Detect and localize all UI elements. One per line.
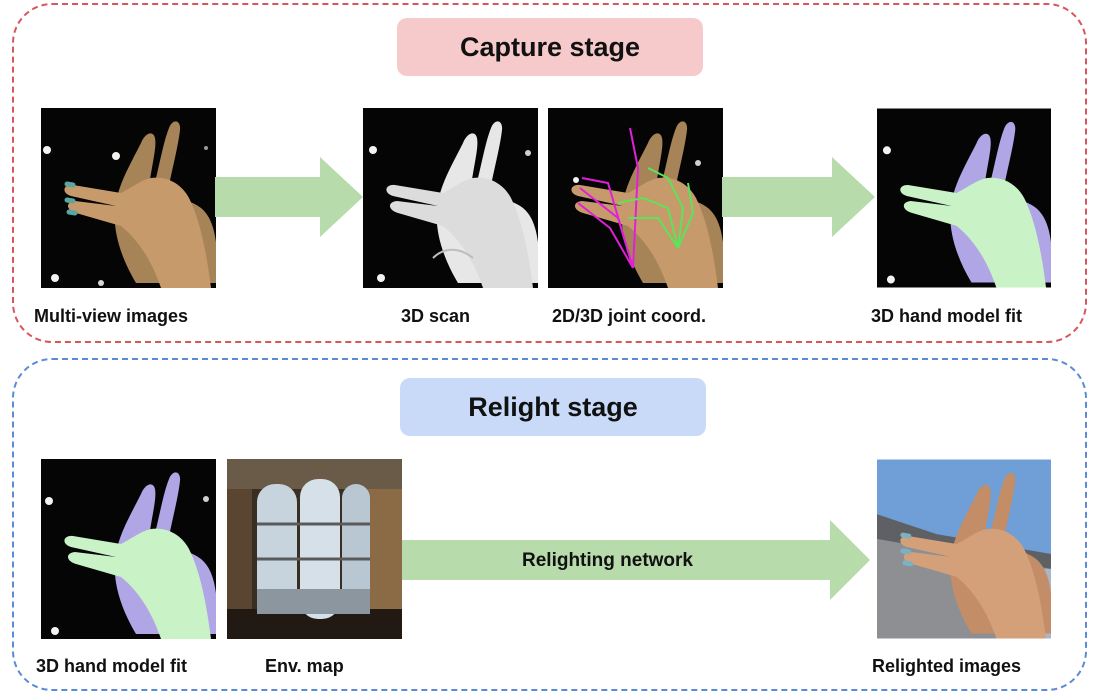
capture-stage-box — [12, 3, 1087, 343]
relight-fit-hand-mesh — [41, 459, 216, 639]
relighting-network-arrow — [402, 520, 870, 600]
capture-arrow-2 — [722, 157, 875, 237]
relight-fit-image-panel — [41, 459, 216, 639]
relighting-network-label: Relighting network — [522, 550, 693, 571]
magenta-skeleton — [577, 127, 640, 269]
relight-stage-title: Relight stage — [400, 378, 706, 436]
window-glass — [257, 479, 370, 619]
relight-stage-box — [12, 358, 1087, 691]
caption-fit-capture: 3D hand model fit — [871, 306, 1023, 326]
caption-envmap: Env. map — [265, 656, 344, 676]
caption-joints: 2D/3D joint coord. — [552, 306, 707, 326]
caption-scan: 3D scan — [401, 306, 471, 326]
caption-relighted: Relighted images — [872, 656, 1022, 676]
fit-hand-mesh — [877, 108, 1051, 288]
caption-fit-relight: 3D hand model fit — [36, 656, 188, 676]
multiview-hand-photo — [41, 108, 216, 288]
multiview-image-panel — [41, 108, 216, 288]
green-skeleton — [617, 167, 695, 249]
joints-hand-overlay — [548, 108, 723, 288]
scan-image-panel — [363, 108, 538, 288]
fit-image-panel — [877, 108, 1051, 288]
capture-arrow-1 — [215, 157, 363, 237]
caption-multiview: Multi-view images — [34, 306, 189, 326]
envmap-panorama — [227, 459, 402, 639]
relighted-image-panel — [877, 459, 1051, 639]
envmap-image-panel — [227, 459, 402, 639]
scan-hand-render — [363, 108, 538, 288]
relighted-hand-photo — [877, 459, 1051, 639]
capture-stage-title: Capture stage — [397, 18, 703, 76]
joints-image-panel — [548, 108, 723, 288]
